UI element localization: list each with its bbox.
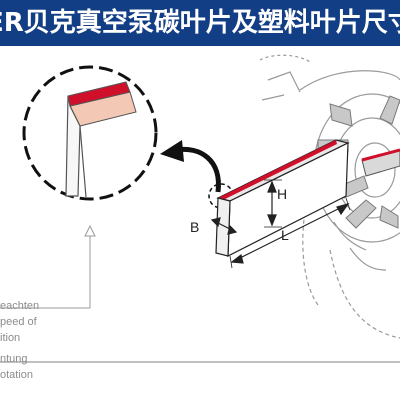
pump-body-top xyxy=(259,54,311,63)
rotor-vane xyxy=(329,103,353,127)
detail-magnifier xyxy=(22,65,158,201)
dimension-length xyxy=(229,197,351,269)
note-line-4: ntung xyxy=(0,353,28,365)
dimension-length-label: L xyxy=(281,227,289,243)
dimension-width-label: B xyxy=(190,219,199,235)
rotor-vane xyxy=(379,95,400,125)
rotor-vane xyxy=(345,199,377,229)
page-title: ER贝克真空泵碳叶片及塑料叶片尺寸 xyxy=(0,8,400,38)
note-line-2: peed of xyxy=(0,316,37,328)
carbon-vane xyxy=(215,139,350,257)
rotor-active-vane xyxy=(361,148,400,177)
note-leader-line xyxy=(0,224,400,363)
dimension-width xyxy=(210,217,238,235)
note-line-3: ition xyxy=(0,332,21,344)
detail-vane-face xyxy=(65,95,81,197)
detail-circle xyxy=(22,65,158,201)
dimension-height-label: H xyxy=(277,186,287,202)
pump-body-dashed xyxy=(329,249,400,339)
note-line-5: otation xyxy=(0,369,34,381)
title-bar: ER贝克真空泵碳叶片及塑料叶片尺寸 xyxy=(0,0,400,46)
vane-wear-edge xyxy=(218,140,337,202)
housing-outline xyxy=(299,70,400,91)
note-line-1: eachten xyxy=(0,300,40,312)
vane-dimension-diagram: H H xyxy=(0,54,400,363)
rotor-vane xyxy=(379,205,399,229)
dimension-height xyxy=(264,179,282,228)
rotor-core xyxy=(354,142,396,198)
vane-side-face xyxy=(215,197,231,257)
